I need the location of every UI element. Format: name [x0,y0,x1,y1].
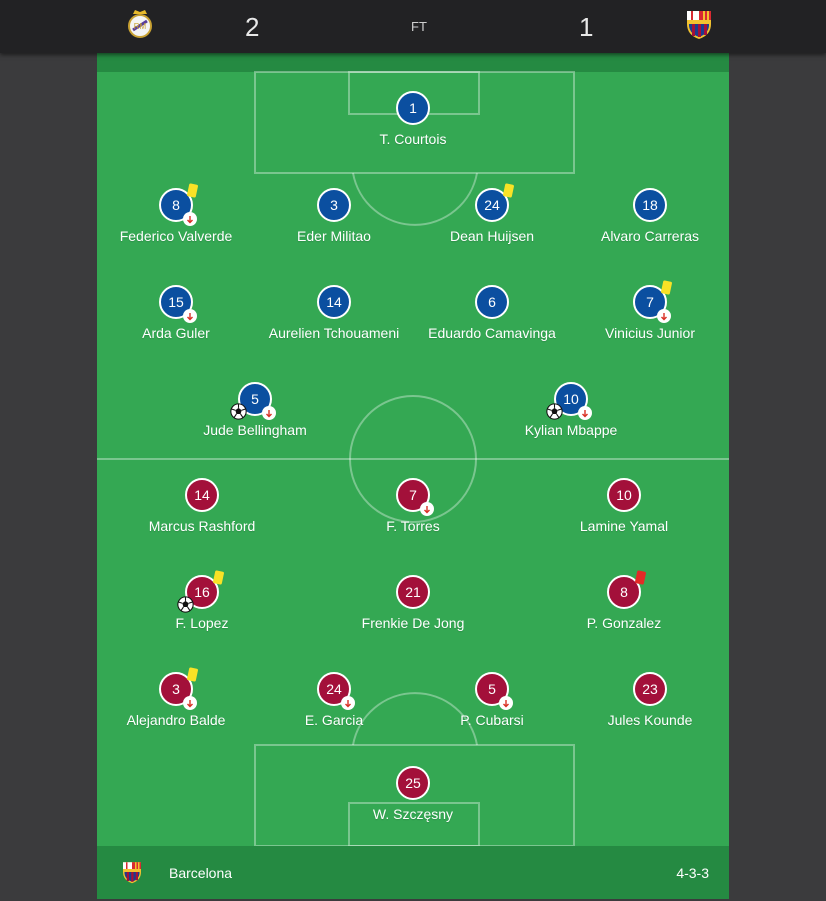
player-number-badge: 21 [396,575,430,609]
player-name: F. Torres [386,518,440,534]
player-home-14[interactable]: 14 Aurelien Tchouameni [249,285,419,341]
player-number-badge: 7 [396,478,434,516]
player-away-10[interactable]: 10 Lamine Yamal [539,478,709,534]
player-name: Kylian Mbappe [524,422,618,438]
substitution-arrow-icon [420,502,434,516]
player-name: Arda Guler [142,325,210,341]
player-number-badge: 3 [317,188,351,222]
player-name: Frenkie De Jong [361,615,465,631]
player-number-badge: 6 [475,285,509,319]
player-number-badge: 10 [607,478,641,512]
player-name: Federico Valverde [119,228,233,244]
player-number-badge: 8 [159,183,199,226]
player-name: Lamine Yamal [579,518,669,534]
red-card-icon [634,570,647,585]
team-footer: Barcelona 4-3-3 [97,846,729,899]
substitution-arrow-icon [341,696,355,710]
player-away-3[interactable]: 3 Alejandro Balde [97,667,261,728]
footer-team-name: Barcelona [169,865,233,881]
substitution-arrow-icon [657,309,671,323]
player-number-badge: 8 [607,570,647,609]
player-home-10[interactable]: 10 Kylian Mbappe [486,382,656,438]
goal-ball-icon [177,596,194,613]
away-score: 1 [579,12,594,42]
player-away-5[interactable]: 5 P. Cubarsi [407,672,577,728]
player-name: Eder Militao [297,228,371,244]
player-away-23[interactable]: 23 Jules Kounde [565,672,729,728]
yellow-card-icon [186,183,199,198]
substitution-arrow-icon [183,212,197,226]
player-name: Alejandro Balde [126,712,226,728]
match-status: FT [411,19,427,34]
barcelona-crest-icon [123,862,141,884]
yellow-card-icon [186,667,199,682]
player-home-6[interactable]: 6 Eduardo Camavinga [407,285,577,341]
player-number-badge: 16 [177,570,225,613]
score-header: RM 2 FT 1 [0,0,826,53]
player-name: Eduardo Camavinga [428,325,556,341]
player-away-16[interactable]: 16 F. Lopez [117,570,287,631]
yellow-card-icon [212,570,225,585]
barcelona-crest-icon [687,11,711,39]
player-name: P. Gonzalez [586,615,662,631]
yellow-card-icon [502,183,515,198]
player-number-badge: 24 [475,183,515,222]
player-home-15[interactable]: 15 Arda Guler [97,285,261,341]
player-name: Jules Kounde [607,712,693,728]
player-number-badge: 10 [546,382,592,420]
player-name: Alvaro Carreras [600,228,700,244]
pitch-markings [97,71,729,846]
player-number-badge: 25 [396,766,430,800]
player-number-badge: 24 [317,672,355,710]
real-madrid-crest-icon: RM [128,10,152,38]
footer-formation: 4-3-3 [676,865,709,881]
player-number-badge: 7 [633,280,673,323]
player-name: P. Cubarsi [460,712,524,728]
player-home-3[interactable]: 3 Eder Militao [249,188,419,244]
player-name: Dean Huijsen [449,228,535,244]
player-home-5[interactable]: 5 Jude Bellingham [170,382,340,438]
substitution-arrow-icon [499,696,513,710]
player-number-badge: 23 [633,672,667,706]
player-away-25[interactable]: 25 W. Szczęsny [328,766,498,822]
substitution-arrow-icon [578,406,592,420]
player-name: F. Lopez [175,615,229,631]
player-name: Aurelien Tchouameni [268,325,400,341]
player-name: Jude Bellingham [203,422,307,438]
player-home-8[interactable]: 8 Federico Valverde [97,183,261,244]
player-away-24[interactable]: 24 E. Garcia [249,672,419,728]
player-number-badge: 3 [159,667,199,710]
player-home-24[interactable]: 24 Dean Huijsen [407,183,577,244]
goal-ball-icon [546,403,563,420]
player-number-badge: 1 [396,91,430,125]
home-score: 2 [245,12,260,42]
substitution-arrow-icon [183,696,197,710]
player-name: Vinicius Junior [604,325,695,341]
player-number-badge: 14 [317,285,351,319]
goal-ball-icon [230,403,247,420]
pitch-top-strip [97,53,729,72]
player-number-badge: 5 [475,672,513,710]
player-name: T. Courtois [379,131,447,147]
player-away-7[interactable]: 7 F. Torres [328,478,498,534]
player-number-badge: 15 [159,285,197,323]
player-home-7[interactable]: 7 Vinicius Junior [565,280,729,341]
player-name: W. Szczęsny [372,806,454,822]
yellow-card-icon [660,280,673,295]
player-name: E. Garcia [304,712,364,728]
svg-text:RM: RM [134,22,147,31]
player-away-8[interactable]: 8 P. Gonzalez [539,570,709,631]
substitution-arrow-icon [262,406,276,420]
player-home-1[interactable]: 1 T. Courtois [328,91,498,147]
player-number-badge: 18 [633,188,667,222]
player-away-14[interactable]: 14 Marcus Rashford [117,478,287,534]
substitution-arrow-icon [183,309,197,323]
player-number-badge: 14 [185,478,219,512]
player-name: Marcus Rashford [148,518,256,534]
player-away-21[interactable]: 21 Frenkie De Jong [328,575,498,631]
pitch: 1 T. Courtois 8 Federico Valverde 3 Eder… [97,53,729,846]
player-number-badge: 5 [230,382,276,420]
player-home-18[interactable]: 18 Alvaro Carreras [565,188,729,244]
